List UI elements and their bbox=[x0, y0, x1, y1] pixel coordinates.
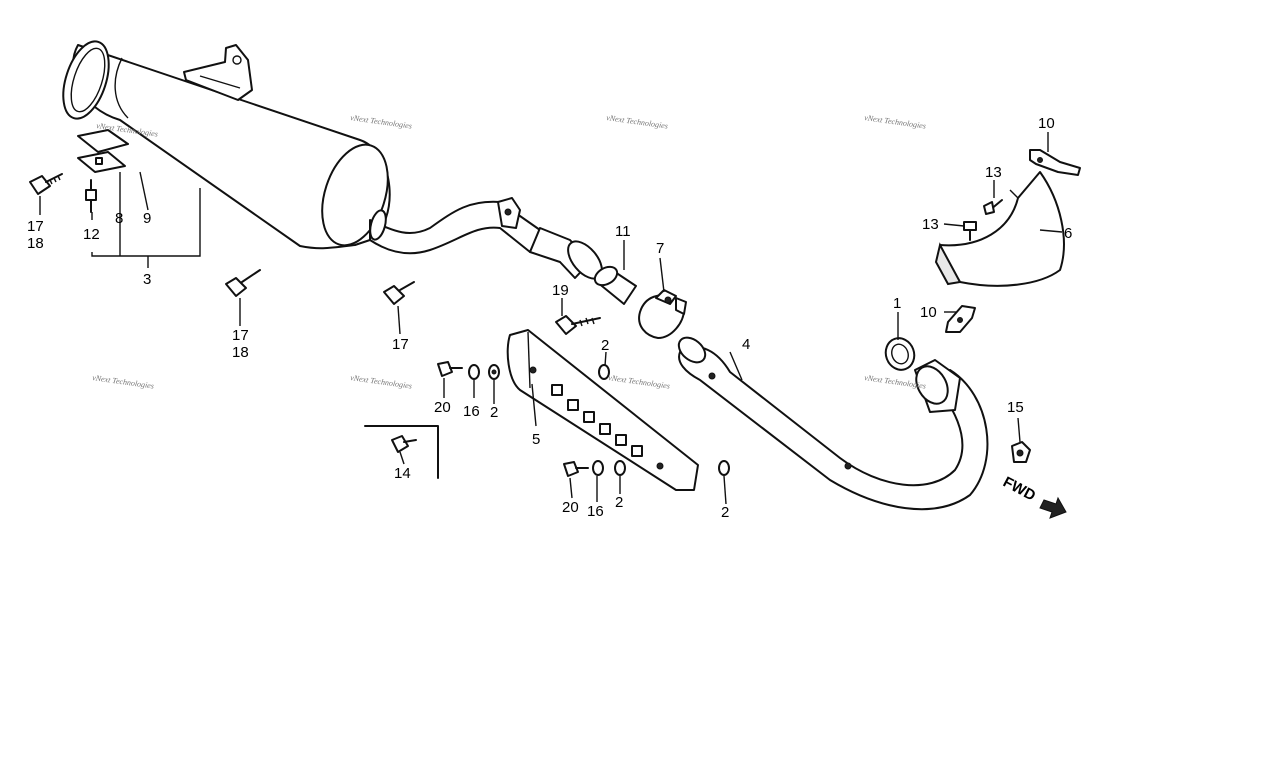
callout-12: 12 bbox=[83, 226, 100, 243]
hardware-lower-group bbox=[563, 460, 730, 477]
callout-18-middle: 18 bbox=[232, 344, 249, 361]
nut-15 bbox=[1011, 441, 1031, 463]
watermark: vNext Technologies bbox=[92, 373, 155, 391]
hardware-upper-group bbox=[437, 361, 610, 380]
watermark: vNext Technologies bbox=[608, 373, 671, 391]
callout-10-top: 10 bbox=[1038, 115, 1055, 132]
callout-14: 14 bbox=[394, 465, 411, 482]
forward-arrow: FWD bbox=[1000, 474, 1067, 519]
bolt-17-center bbox=[383, 281, 415, 305]
watermark: vNext Technologies bbox=[606, 113, 669, 131]
bolts-13 bbox=[963, 199, 1003, 241]
callout-16-upper: 16 bbox=[463, 403, 480, 420]
callout-2-lower-b: 2 bbox=[721, 504, 729, 521]
callout-1: 1 bbox=[893, 295, 901, 312]
callout-17-middle: 17 bbox=[232, 327, 249, 344]
callout-13-mid: 13 bbox=[922, 216, 939, 233]
callout-20-upper: 20 bbox=[434, 399, 451, 416]
callout-7: 7 bbox=[656, 240, 664, 257]
callout-5: 5 bbox=[532, 431, 540, 448]
leader-lines bbox=[39, 132, 1063, 505]
bolt-17-middle bbox=[225, 269, 261, 297]
muffler bbox=[62, 40, 603, 280]
forward-label: FWD bbox=[1000, 474, 1038, 505]
bolt-19 bbox=[555, 315, 601, 335]
watermark: vNext Technologies bbox=[350, 113, 413, 131]
callout-16-lower: 16 bbox=[587, 503, 604, 520]
callout-2-upper-b: 2 bbox=[601, 337, 609, 354]
heat-protector-lower bbox=[506, 329, 699, 491]
exhaust-pipe bbox=[677, 336, 989, 511]
callout-17-left: 17 bbox=[27, 218, 44, 235]
callout-19: 19 bbox=[552, 282, 569, 299]
callout-9: 9 bbox=[143, 210, 151, 227]
watermark: vNext Technologies bbox=[350, 373, 413, 391]
protector-band-lower bbox=[945, 305, 976, 333]
callout-17-center: 17 bbox=[392, 336, 409, 353]
joint-collar bbox=[593, 265, 637, 305]
callout-4: 4 bbox=[742, 336, 750, 353]
callout-13-top: 13 bbox=[985, 164, 1002, 181]
callout-3: 3 bbox=[143, 271, 151, 288]
callout-20-lower: 20 bbox=[562, 499, 579, 516]
exhaust-gasket bbox=[884, 337, 916, 371]
callout-2-lower-a: 2 bbox=[615, 494, 623, 511]
callout-15: 15 bbox=[1007, 399, 1024, 416]
callout-11: 11 bbox=[615, 223, 631, 240]
bolt-14 bbox=[364, 425, 439, 479]
callout-8: 8 bbox=[115, 210, 123, 227]
stud-12 bbox=[85, 179, 97, 213]
callout-6: 6 bbox=[1064, 225, 1072, 242]
bolt-17-left bbox=[29, 173, 63, 195]
protector-band-upper bbox=[1029, 149, 1081, 176]
muffler-plates bbox=[77, 129, 129, 173]
heat-protector-upper bbox=[934, 171, 1065, 287]
callout-10-lower: 10 bbox=[920, 304, 937, 321]
exhaust-clamp bbox=[638, 289, 687, 339]
callout-labels: 1 4 5 6 7 8 9 3 10 10 11 12 13 13 15 17 … bbox=[27, 115, 1072, 521]
callout-2-upper-a: 2 bbox=[490, 404, 498, 421]
watermark: vNext Technologies bbox=[864, 113, 927, 131]
callout-18-left: 18 bbox=[27, 235, 44, 252]
